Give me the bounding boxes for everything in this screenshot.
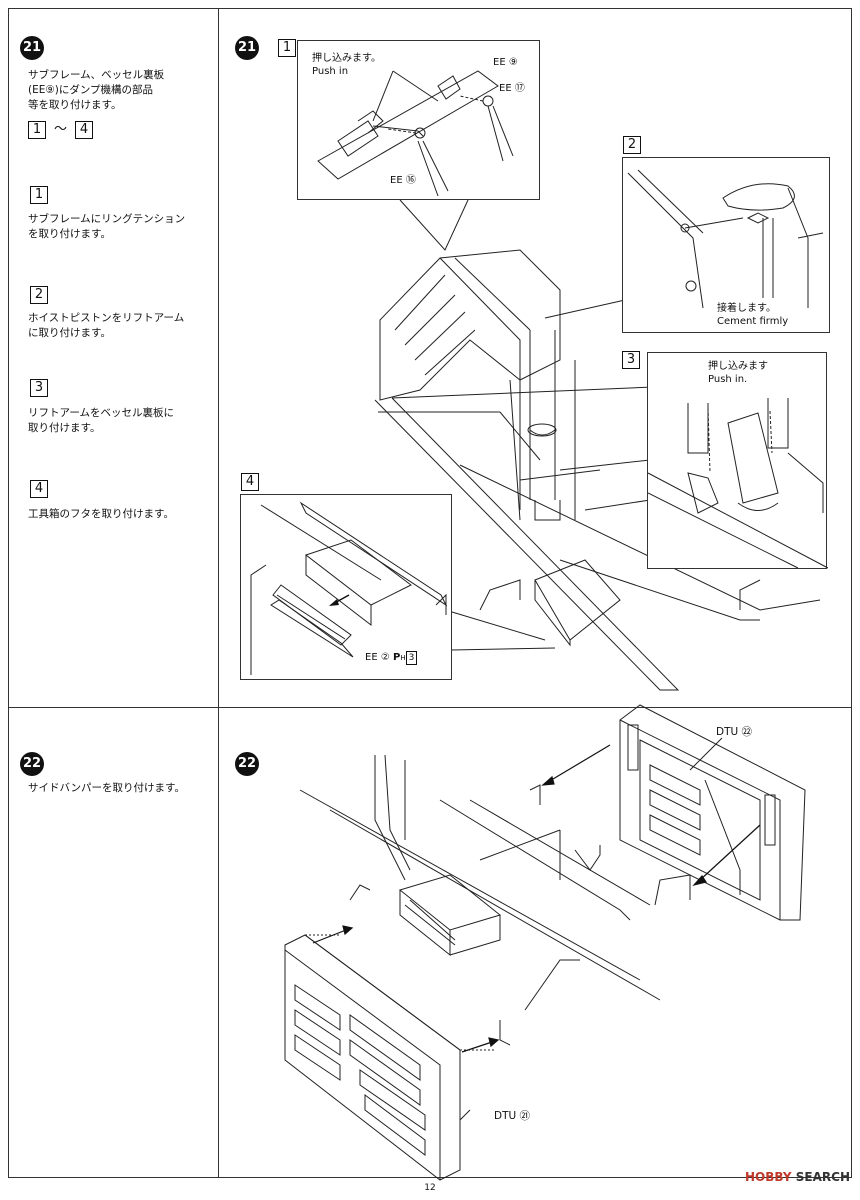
paint-marker-h: H [400, 654, 406, 662]
step-22-figure-badge: 22 [235, 752, 259, 776]
callout-3-push-jp: 押し込みます [708, 361, 768, 372]
substep-2-text: ホイストピストンをリフトアーム に取り付けます。 [28, 312, 185, 339]
range-from: 1 [28, 121, 46, 139]
step-21-intro: サブフレーム、ベッセル裏板 (EE⑨)にダンプ機構の部品 等を取り付けます。 [28, 69, 165, 111]
step-21-badge: 21 [20, 36, 44, 60]
range-sep: 〜 [54, 122, 68, 137]
callout-2-panel: 2 接着します。 Cement firmly [622, 136, 830, 333]
callout-1-part-a: EE ⑨ [493, 57, 518, 68]
watermark-logo: HOBBY SEARCH [745, 1170, 850, 1184]
column-divider [218, 8, 219, 1178]
step-divider [8, 707, 852, 708]
callout-3-drawing [648, 398, 828, 569]
paint-marker-p: P [392, 652, 401, 663]
step-21-figure-badge: 21 [235, 36, 259, 60]
step-22-text: サイドバンパーを取り付けます。 [28, 782, 185, 794]
callout-2-drawing [627, 169, 824, 309]
step-22-badge: 22 [20, 752, 44, 776]
substep-1-num: 1 [30, 186, 48, 204]
callout-4-drawing [250, 501, 448, 675]
page-number: 12 [424, 1183, 436, 1193]
part-label-dtu22: DTU ㉒ [716, 726, 753, 738]
callout-3-panel: 3 押し込みます Push in. [622, 351, 828, 569]
substep-1-text: サブフレームにリングテンション を取り付けます。 [28, 213, 186, 240]
callout-3-num: 3 [622, 351, 640, 369]
callout-2-cement-jp: 接着します。 [717, 303, 776, 314]
substep-2-num: 2 [30, 286, 48, 304]
watermark-brand-b: SEARCH [795, 1170, 850, 1184]
step-21-range: 1 〜 4 [28, 118, 94, 139]
page-frame [8, 8, 852, 1178]
callout-1-push-en: Push in [312, 66, 349, 77]
callout-2-cement-en: Cement firmly [717, 316, 789, 327]
substep-3-num: 3 [30, 379, 48, 397]
callout-1-push-jp: 押し込みます。 [312, 53, 381, 64]
callout-3-push-en: Push in. [708, 374, 748, 385]
substep-4-num: 4 [30, 480, 48, 498]
part-label-dtu21: DTU ㉑ [494, 1110, 531, 1122]
callout-1-drawing [317, 70, 514, 197]
callout-1-num: 1 [278, 39, 296, 57]
watermark-brand-a: HOBBY [745, 1170, 792, 1184]
callout-1-panel: 1 押し込みます。 Push in EE ⑨ EE ⑰ EE ⑯ [278, 39, 540, 200]
substep-3-text: リフトアームをベッセル裏板に 取り付けます。 [28, 407, 175, 434]
callout-4-part: EE ② [365, 652, 393, 663]
callout-4-num: 4 [241, 473, 259, 491]
callout-1-part-b: EE ⑰ [499, 83, 525, 94]
range-to: 4 [75, 121, 94, 139]
callout-2-num: 2 [623, 136, 641, 154]
substep-4-text: 工具箱のフタを取り付けます。 [28, 508, 174, 520]
callout-1-part-c: EE ⑯ [390, 175, 416, 186]
paint-code: 3 [405, 651, 418, 665]
